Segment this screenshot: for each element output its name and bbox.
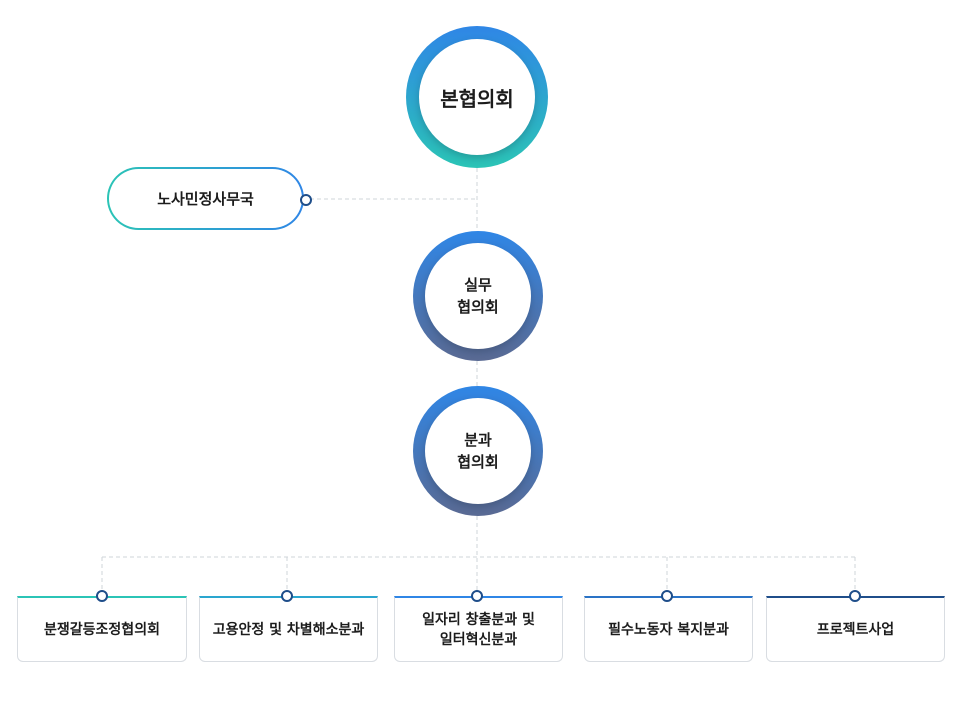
working-council-line1: 실무: [464, 276, 492, 294]
secretariat-label: 노사민정사무국: [157, 190, 254, 208]
sub-council-node: 분과 협의회: [413, 386, 543, 516]
branch-label: 필수노동자 복지분과: [608, 621, 729, 638]
main-council-label: 본협의회: [440, 86, 514, 111]
branch-job-creation: 일자리 창출분과 및 일터혁신분과: [394, 596, 563, 662]
branch-label: 프로젝트사업: [816, 621, 895, 638]
branch-label: 고용안정 및 차별해소분과: [212, 621, 365, 638]
working-council-line2: 협의회: [457, 298, 499, 316]
working-council-node: 실무 협의회: [413, 231, 543, 361]
branch-label-line1: 일자리 창출분과 및: [422, 611, 535, 628]
secretariat-node: 노사민정사무국: [107, 167, 304, 230]
branch-connector-dot: [849, 590, 861, 602]
branch-employment-stability: 고용안정 및 차별해소분과: [199, 596, 378, 662]
branch-connector-dot: [281, 590, 293, 602]
branch-label: 분쟁갈등조정협의회: [44, 621, 160, 638]
branch-connector-dot: [661, 590, 673, 602]
branch-connector-dot: [96, 590, 108, 602]
sub-council-line1: 분과: [464, 431, 492, 449]
branch-project: 프로젝트사업: [766, 596, 945, 662]
branch-connector-dot: [471, 590, 483, 602]
main-council-node: 본협의회: [406, 26, 548, 168]
branch-essential-workers: 필수노동자 복지분과: [584, 596, 753, 662]
secretariat-connector-dot: [300, 194, 312, 206]
branch-dispute-mediation: 분쟁갈등조정협의회: [17, 596, 187, 662]
sub-council-line2: 협의회: [457, 453, 499, 471]
branch-label-line2: 일터혁신분과: [439, 631, 518, 648]
